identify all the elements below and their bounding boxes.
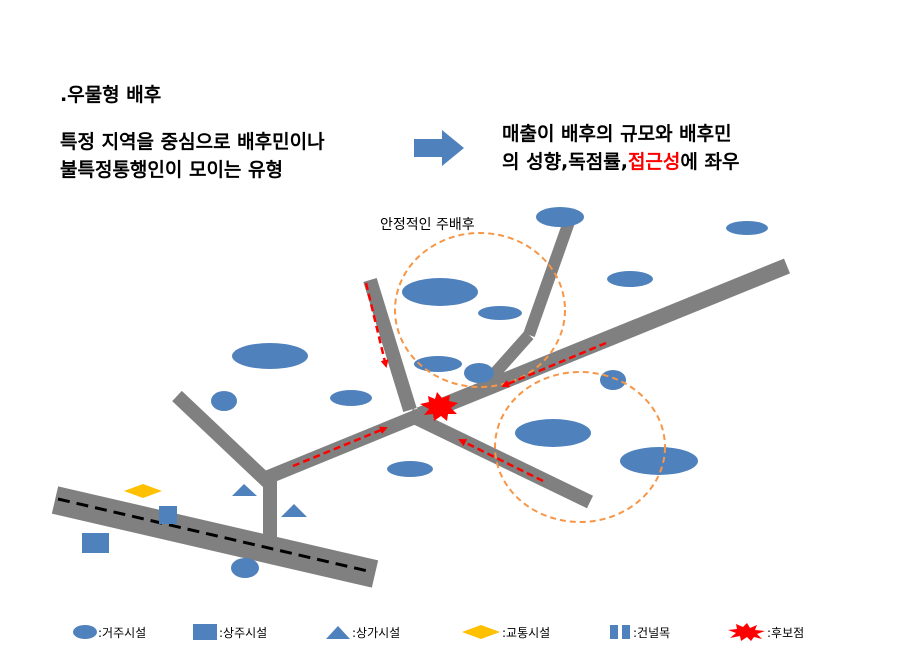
residential-marker <box>211 391 237 411</box>
street-upper-left <box>172 390 275 490</box>
residential-marker <box>330 390 372 406</box>
legend-residential: :거주시설 <box>72 622 146 642</box>
legend-crosswalk-icon <box>610 625 630 639</box>
mixed-use-marker <box>82 533 109 553</box>
description-left: 특정 지역을 중심으로 배후민이나 불특정통행인이 모이는 유형 <box>60 128 325 184</box>
main-road <box>51 486 379 588</box>
legend-crosswalk: :건널목 <box>609 622 670 642</box>
legend-commercial-label: :상가시설 <box>352 625 401 640</box>
transport-marker <box>124 484 162 498</box>
main-trade-area-circle <box>394 232 566 388</box>
flow-arrow-from-southeast <box>458 438 544 483</box>
candidate-store-marker <box>420 392 458 421</box>
customer-flow-arrows <box>292 282 607 483</box>
residential-marker <box>726 221 768 235</box>
residential-marker <box>414 356 462 372</box>
residential-marker <box>600 370 626 390</box>
legend-candidate-label: :후보점 <box>767 625 805 640</box>
residential-facilities <box>211 207 768 578</box>
residential-marker <box>387 461 433 477</box>
street-north <box>363 277 417 413</box>
mixed-use-marker <box>159 506 177 524</box>
commercial-marker <box>281 504 307 517</box>
legend-mixed-use-label: :상주시설 <box>219 625 268 640</box>
accessibility-highlight: 접근성 <box>627 151 681 173</box>
legend-residential-label: :거주시설 <box>98 625 147 640</box>
trade-area-circles <box>394 232 666 523</box>
page-heading: .우물형 배후 <box>60 84 162 106</box>
description-right: 매출이 배후의 규모와 배후민 의 성향,독점률,접근성에 좌우 <box>502 120 739 176</box>
legend-transport-icon <box>462 625 500 639</box>
legend-candidate: :후보점 <box>727 622 804 642</box>
description-right-line2-suffix: 에 좌우 <box>680 151 740 173</box>
description-right-line2: 의 성향,독점률,접근성에 좌우 <box>502 148 739 176</box>
residential-marker <box>231 558 259 578</box>
street-diagonal <box>263 408 423 485</box>
legend-crosswalk-label: :건널목 <box>633 625 671 640</box>
implication-arrow <box>414 130 464 166</box>
residential-marker <box>464 363 494 383</box>
residential-marker <box>515 419 591 447</box>
main-trade-area-label: 안정적인 주배후 <box>380 217 475 233</box>
residential-marker <box>536 207 584 227</box>
commercial-marker <box>232 484 257 496</box>
legend-commercial-icon <box>326 626 350 639</box>
residential-marker <box>232 343 308 369</box>
flow-arrow-from-west <box>292 426 388 468</box>
legend-mixed-use-icon <box>193 624 217 640</box>
flow-arrow-from-north <box>364 282 389 368</box>
legend-candidate-icon <box>728 623 765 641</box>
description-left-line2: 불특정통행인이 모이는 유형 <box>60 159 283 181</box>
residential-marker <box>402 278 478 306</box>
flow-arrow-from-east <box>501 341 607 388</box>
secondary-trade-area-circle <box>494 371 666 523</box>
residential-marker <box>478 306 522 320</box>
commercial-facilities <box>232 484 307 517</box>
legend-transport-label: :교통시설 <box>502 625 551 640</box>
legend-transport: :교통시설 <box>462 622 550 642</box>
legend-residential-icon <box>73 625 97 639</box>
legend-mixed-use: :상주시설 <box>193 622 267 642</box>
description-right-line1: 매출이 배후의 규모와 배후민 <box>502 123 732 145</box>
description-left-line1: 특정 지역을 중심으로 배후민이나 <box>60 131 325 153</box>
residential-marker <box>607 271 653 287</box>
street-long-north <box>523 219 575 338</box>
residential-marker <box>620 447 698 475</box>
description-right-line2-prefix: 의 성향,독점률, <box>502 151 628 173</box>
mixed-use-facilities <box>82 506 177 553</box>
street-network <box>172 219 791 545</box>
legend-commercial: :상가시설 <box>326 622 400 642</box>
